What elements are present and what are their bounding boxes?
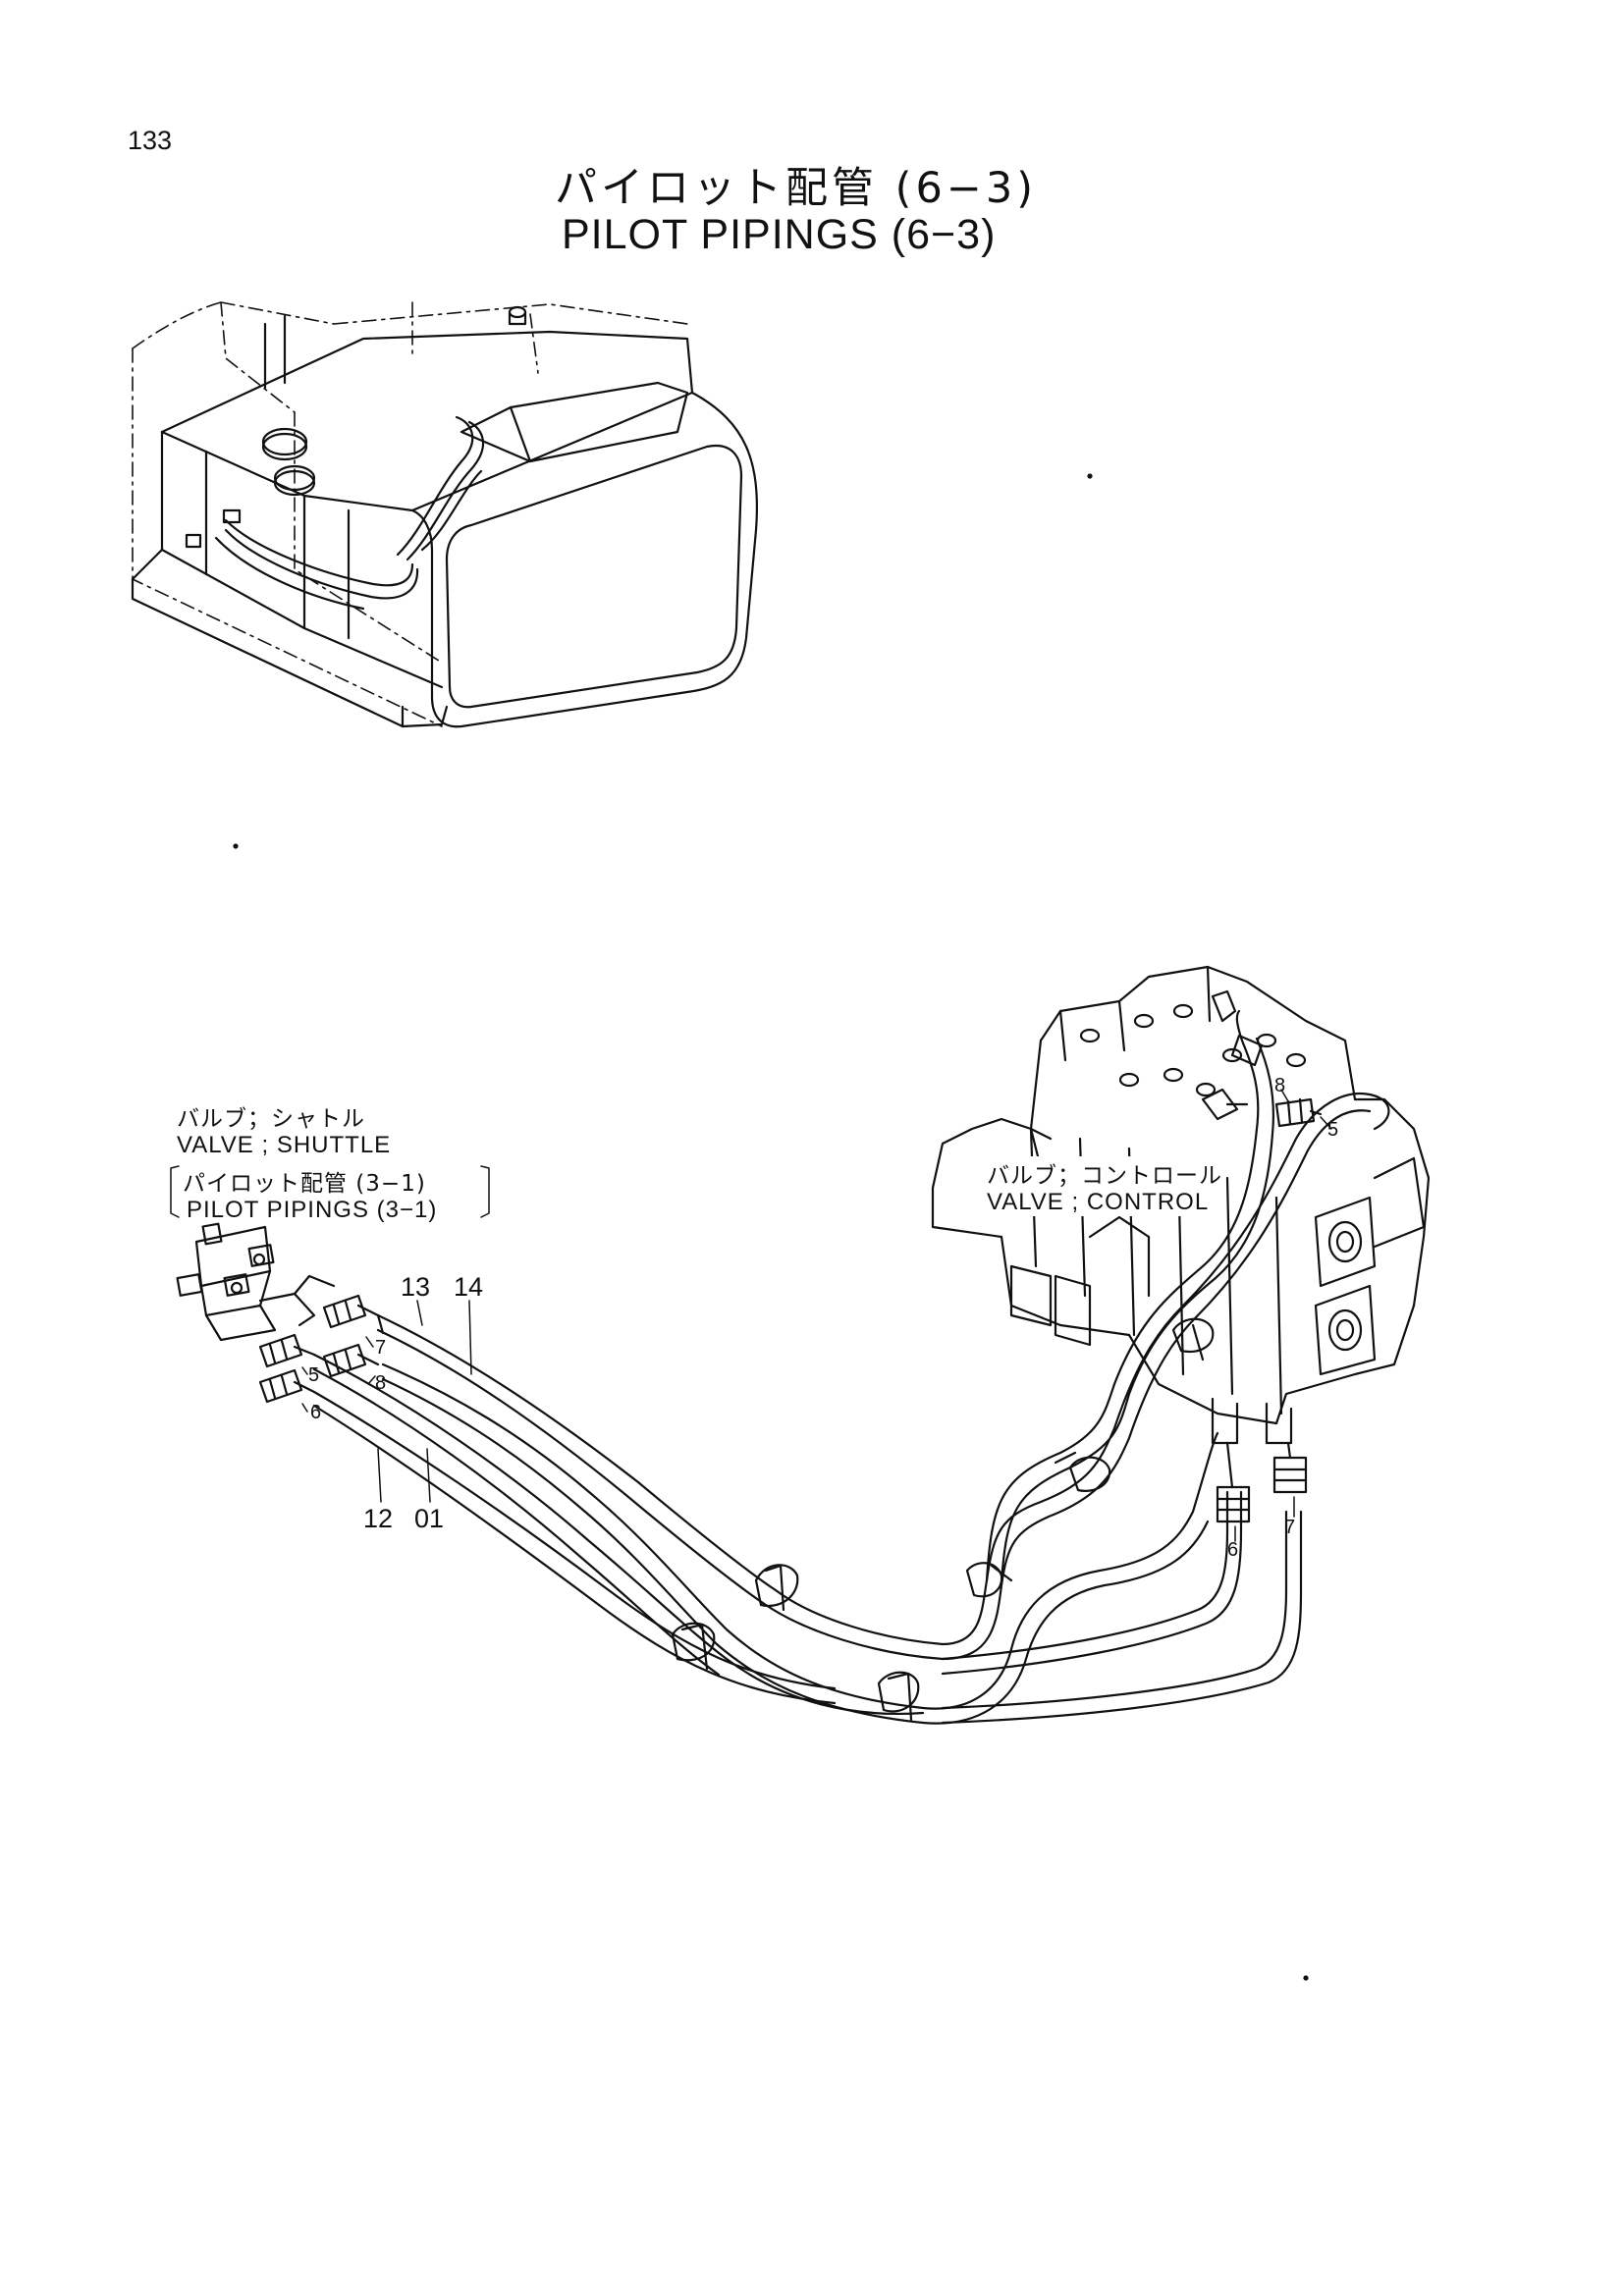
- fitting-label-8-left: 8: [375, 1372, 387, 1394]
- page-number: 133: [128, 126, 173, 155]
- reference-label-en: PILOT PIPINGS (3−1): [187, 1197, 438, 1223]
- fitting-label-7-left: 7: [375, 1337, 387, 1359]
- hose-clamps: [671, 1317, 1215, 1722]
- fitting-label-5-right: 5: [1327, 1119, 1339, 1141]
- part-number-14: 14: [454, 1272, 484, 1302]
- fitting-label-7-right: 7: [1284, 1517, 1296, 1538]
- reference-label-ja: パイロット配管 (3−1): [183, 1171, 426, 1197]
- right-bottom-fittings: [1216, 1441, 1308, 1523]
- page-title-english: PILOT PIPINGS (6−3): [562, 211, 997, 258]
- part-number-13: 13: [401, 1272, 431, 1302]
- shuttle-valve-label-ja: バルブ；シャトル: [177, 1106, 365, 1132]
- fitting-label-6-left: 6: [310, 1402, 322, 1423]
- reference-bracket: [170, 1165, 490, 1218]
- leader-lines: [301, 1089, 1332, 1542]
- control-valve-label-ja: バルブ；コントロール: [987, 1156, 1222, 1190]
- fitting-label-6-right: 6: [1227, 1539, 1239, 1561]
- shuttle-valve-drawing: [176, 1222, 336, 1342]
- part-number-12: 12: [363, 1504, 394, 1533]
- hose-bundle: [312, 1009, 1390, 1725]
- part-number-01: 01: [414, 1504, 445, 1533]
- left-hose-fittings: [258, 1294, 385, 1404]
- fitting-label-8-right: 8: [1274, 1075, 1286, 1096]
- machine-overview-drawing: [131, 301, 758, 728]
- fitting-label-5-left: 5: [308, 1364, 320, 1386]
- right-top-fittings: [1230, 1034, 1323, 1128]
- shuttle-valve-label-en: VALVE ; SHUTTLE: [177, 1132, 392, 1158]
- page-title-japanese: パイロット配管 (6−3): [555, 164, 1037, 213]
- control-valve-label-en: VALVE ; CONTROL: [987, 1189, 1210, 1216]
